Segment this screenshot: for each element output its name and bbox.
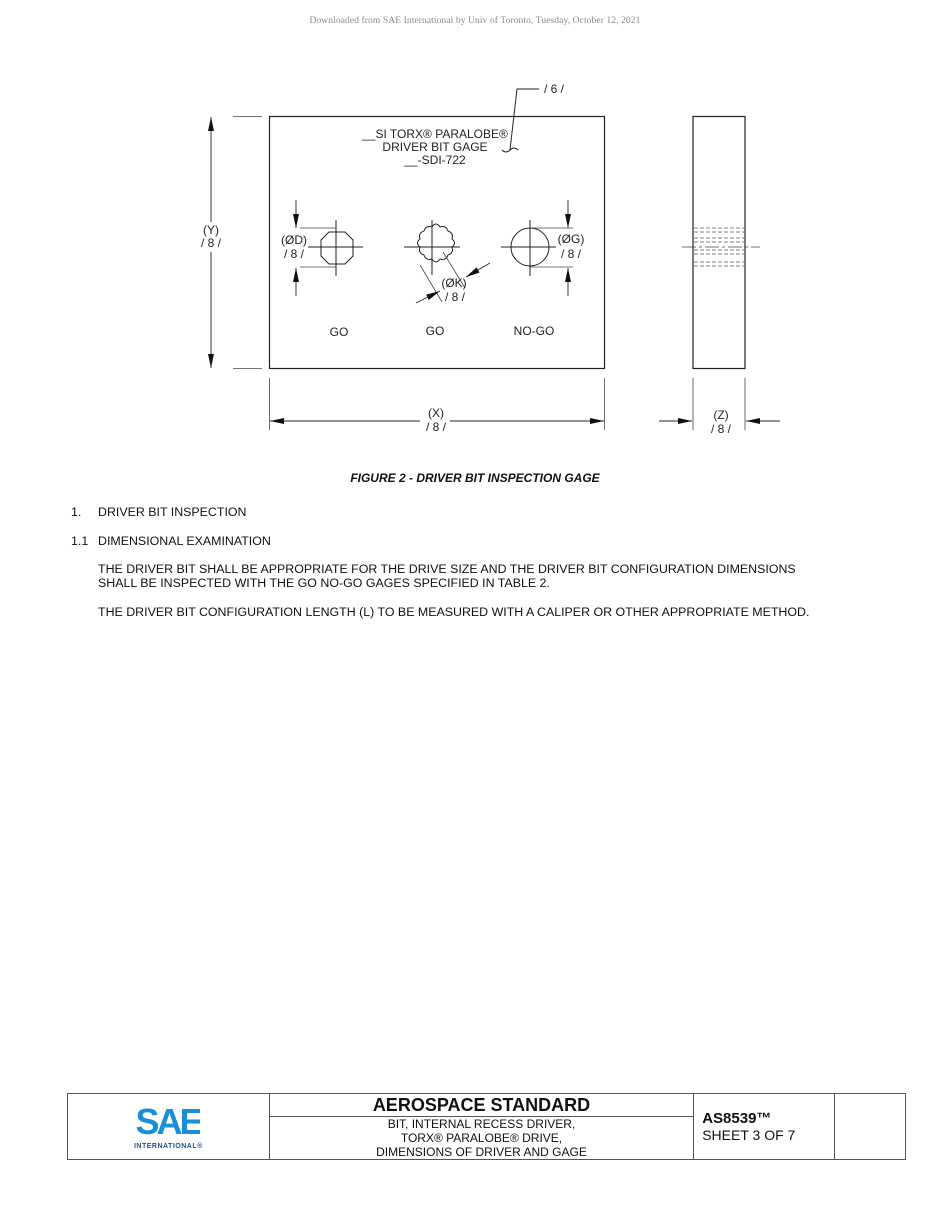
note-ref-6: / 6 /	[544, 82, 565, 96]
doc-description-line-3: DIMENSIONS OF DRIVER AND GAGE	[376, 1145, 587, 1159]
paragraph-2: THE DRIVER BIT CONFIGURATION LENGTH (L) …	[98, 605, 810, 619]
dim-d-note: / 8 /	[284, 247, 305, 261]
gage-label-d: GO	[330, 325, 349, 339]
doc-heading: AEROSPACE STANDARD	[268, 1093, 695, 1117]
dim-x-label: (X)	[428, 406, 444, 420]
section-1-1-title: DIMENSIONAL EXAMINATION	[98, 534, 271, 548]
gage-plate-side-view	[692, 115, 746, 370]
dim-d-label: (ØD)	[281, 233, 307, 247]
dim-y-label: (Y)	[203, 223, 219, 237]
hole-k-go	[404, 220, 460, 275]
doc-description: BIT, INTERNAL RECESS DRIVER, TORX® PARAL…	[268, 1116, 695, 1160]
gage-label-g: NO-GO	[514, 324, 555, 338]
gage-drawing: __SI TORX® PARALOBE® DRIVER BIT GAGE __-…	[201, 82, 780, 436]
figure-caption: FIGURE 2 - DRIVER BIT INSPECTION GAGE	[350, 471, 600, 485]
doc-number: AS8539™	[702, 1110, 772, 1127]
title-block: SAE INTERNATIONAL® AEROSPACE STANDARD AS…	[67, 1093, 906, 1160]
marking-line-2: DRIVER BIT GAGE	[382, 140, 487, 154]
doc-number-cell: AS8539™ SHEET 3 OF 7	[693, 1093, 836, 1160]
section-1-1-number: 1.1	[71, 534, 89, 548]
marking-line-1: __SI TORX® PARALOBE®	[361, 127, 508, 141]
marking-line-3: __-SDI-722	[403, 153, 466, 167]
sheet-number: SHEET 3 OF 7	[702, 1127, 796, 1143]
section-1-number: 1.	[71, 505, 82, 519]
svg-text:SAE: SAE	[136, 1104, 200, 1138]
gage-plate-front-view	[268, 115, 606, 370]
dim-z-note: / 8 /	[711, 422, 732, 436]
section-1-title: DRIVER BIT INSPECTION	[98, 505, 247, 519]
gage-label-k: GO	[426, 324, 445, 338]
dim-y-note: / 8 /	[201, 236, 222, 250]
dim-g-label: (ØG)	[558, 232, 585, 246]
download-note: Downloaded from SAE International by Uni…	[309, 16, 641, 26]
sae-logo-icon: SAE	[136, 1101, 206, 1142]
doc-description-line-2: TORX® PARALOBE® DRIVE,	[400, 1131, 563, 1145]
doc-description-line-1: BIT, INTERNAL RECESS DRIVER,	[387, 1117, 576, 1131]
logo-subtext: INTERNATIONAL®	[133, 1142, 203, 1150]
dim-g-note: / 8 /	[561, 247, 582, 261]
paragraph-1-line-2: SHALL BE INSPECTED WITH THE GO NO-GO GAG…	[98, 576, 550, 590]
dim-k-label: (ØK)	[441, 276, 466, 290]
paragraph-1-line-1: THE DRIVER BIT SHALL BE APPROPRIATE FOR …	[98, 562, 796, 576]
revision-cell	[834, 1093, 906, 1160]
logo-cell: SAE INTERNATIONAL®	[67, 1093, 270, 1160]
paragraph-1: THE DRIVER BIT SHALL BE APPROPRIATE FOR …	[98, 562, 796, 590]
dim-k-note: / 8 /	[445, 290, 466, 304]
dim-x-note: / 8 /	[426, 420, 447, 434]
dim-z-label: (Z)	[713, 408, 728, 422]
